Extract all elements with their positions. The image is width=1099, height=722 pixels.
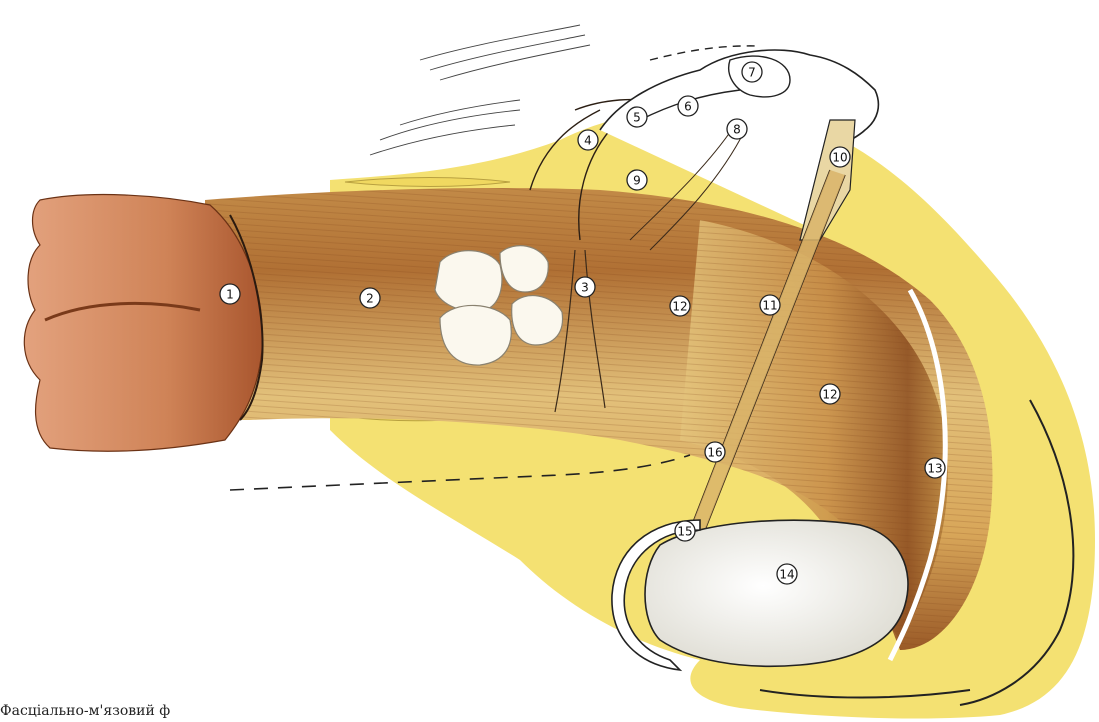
figure-caption: Фасціально-м'язовий ф xyxy=(0,703,170,719)
label-marker: 16 xyxy=(705,442,725,462)
label-marker: 15 xyxy=(675,521,695,541)
label-marker: 6 xyxy=(678,96,698,116)
label-marker: 10 xyxy=(830,147,850,167)
label-marker: 11 xyxy=(760,295,780,315)
label-marker-text: 4 xyxy=(584,134,592,148)
label-marker-text: 16 xyxy=(707,446,722,460)
label-marker: 12 xyxy=(820,384,840,404)
label-marker: 5 xyxy=(627,107,647,127)
label-marker: 7 xyxy=(742,62,762,82)
label-marker-text: 15 xyxy=(677,525,692,539)
label-marker-text: 10 xyxy=(832,151,847,165)
label-marker: 9 xyxy=(627,170,647,190)
label-marker-text: 12 xyxy=(672,300,687,314)
hair-tufts xyxy=(370,25,590,155)
label-marker: 3 xyxy=(575,277,595,297)
label-marker-text: 9 xyxy=(633,174,641,188)
label-marker-text: 7 xyxy=(748,66,756,80)
label-marker-text: 5 xyxy=(633,111,641,125)
label-marker: 2 xyxy=(360,288,380,308)
label-marker-text: 3 xyxy=(581,281,589,295)
label-marker-text: 2 xyxy=(366,292,374,306)
bone-14 xyxy=(645,520,908,666)
label-marker-text: 6 xyxy=(684,100,692,114)
lips xyxy=(24,195,262,452)
label-marker: 12 xyxy=(670,296,690,316)
label-marker-text: 12 xyxy=(822,388,837,402)
label-marker-text: 14 xyxy=(779,568,794,582)
label-marker: 14 xyxy=(777,564,797,584)
label-marker-text: 8 xyxy=(733,123,741,137)
label-marker-text: 11 xyxy=(762,299,777,313)
label-marker: 8 xyxy=(727,119,747,139)
label-marker-text: 1 xyxy=(226,288,234,302)
label-marker-text: 13 xyxy=(927,462,942,476)
label-marker: 1 xyxy=(220,284,240,304)
label-marker: 13 xyxy=(925,458,945,478)
label-marker: 4 xyxy=(578,130,598,150)
